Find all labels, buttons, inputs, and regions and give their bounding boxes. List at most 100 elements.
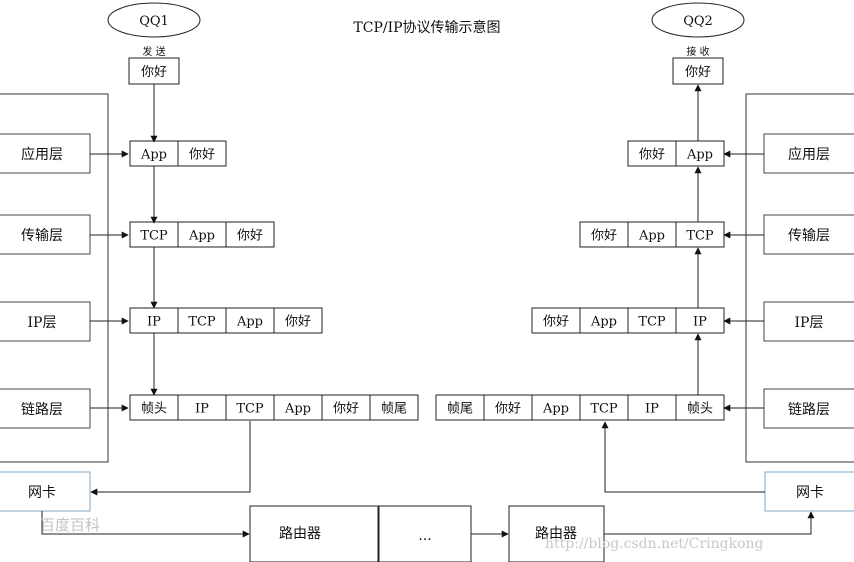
left-row-2-cell: App [225, 307, 275, 334]
left-layer-app-label: 应用层 [21, 146, 63, 163]
left-row-2-cell-text: IP [147, 315, 161, 330]
right-row-3-cell: IP [627, 394, 677, 421]
right-action-label: 接 收 [686, 45, 709, 58]
left-row-2-cell: IP [129, 307, 179, 334]
left-layer-link: 链路层 [0, 388, 91, 429]
left-row-1-cell-text: 你好 [237, 229, 263, 244]
right-layer-app: 应用层 [763, 133, 854, 174]
left-row-3-cell-text: 帧头 [141, 402, 167, 417]
right-row-2-cell-text: App [590, 315, 617, 330]
right-row-3-cell-text: 你好 [495, 402, 521, 417]
right-row-3-cell-text: 帧尾 [447, 402, 473, 417]
left-message-text: 你好 [141, 65, 167, 80]
right-layer-link: 链路层 [763, 388, 854, 429]
right-row-1-cell: App [627, 221, 677, 248]
left-layer-link-label: 链路层 [21, 402, 63, 418]
left-row-0-cell-text: App [140, 148, 167, 163]
diagram-title: TCP/IP协议传输示意图 [353, 19, 500, 36]
left-row-3-cell-text: IP [195, 402, 209, 417]
right-layer-link-label: 链路层 [788, 402, 830, 418]
left-row-1-cell-text: App [188, 229, 215, 244]
left-nic: 网卡 [0, 471, 91, 512]
right-row-3-cell: TCP [579, 394, 629, 421]
right-row-1-cell: TCP [675, 221, 725, 248]
right-client: QQ2 [651, 2, 745, 38]
right-message-text: 你好 [685, 65, 711, 80]
left-action-label: 发 送 [142, 45, 165, 58]
left-row-2-cell-text: App [236, 315, 263, 330]
left-layer-ip-label: IP层 [28, 315, 57, 331]
left-row-3-cell-text: TCP [236, 402, 264, 417]
left-layer-app: 应用层 [0, 133, 91, 174]
network-ellipsis: ... [378, 505, 472, 562]
router-right-label: 路由器 [535, 526, 577, 542]
right-row-1-cell-text: 你好 [591, 229, 617, 244]
right-row-2-cell-text: IP [693, 315, 707, 330]
left-row-3-cell-text: App [284, 402, 311, 417]
right-layer-transport: 传输层 [763, 214, 854, 255]
left-row-0-cell: App [129, 140, 179, 167]
right-nic-label: 网卡 [796, 485, 824, 501]
left-row-2-cell-text: TCP [188, 315, 216, 330]
left-row-2-cell: TCP [177, 307, 227, 334]
left-row-3-cell: TCP [225, 394, 275, 421]
right-row-3-cell: App [531, 394, 581, 421]
right-row-3-cell-text: App [542, 402, 569, 417]
connections [41, 84, 815, 538]
right-client-name: QQ2 [683, 14, 713, 29]
right-row-3-cell-text: TCP [590, 402, 618, 417]
left-row-3-cell: App [273, 394, 323, 421]
right-row-0-cell: 你好 [627, 140, 677, 167]
left-layer-transport: 传输层 [0, 214, 91, 255]
right-row-3-cell-text: IP [645, 402, 659, 417]
right-row-2-cell-text: 你好 [543, 315, 569, 330]
right-row-2-cell: App [579, 307, 629, 334]
left-client: QQ1 [107, 2, 201, 38]
right-row-2-cell: TCP [627, 307, 677, 334]
left-row-1-cell: 你好 [225, 221, 275, 248]
left-client-name: QQ1 [139, 14, 169, 29]
right-row-3-cell: 帧尾 [435, 394, 485, 421]
right-row-3-cell: 你好 [483, 394, 533, 421]
right-row-2-cell: 你好 [531, 307, 581, 334]
left-stack-frame [0, 93, 109, 463]
right-stack-frame [745, 93, 854, 463]
left-row-3-cell-text: 帧尾 [381, 402, 407, 417]
router-right: 路由器 [508, 505, 605, 562]
right-row-0-cell-text: 你好 [639, 148, 665, 163]
left-layer-ip: IP层 [0, 301, 91, 342]
right-row-0-cell-text: App [686, 148, 713, 163]
right-layer-app-label: 应用层 [788, 146, 830, 163]
right-row-1-cell-text: App [638, 229, 665, 244]
left-message-box: 你好 [128, 57, 180, 85]
right-row-3-cell-text: 帧头 [687, 402, 713, 417]
left-nic-label: 网卡 [28, 485, 56, 501]
right-row-2-cell: IP [675, 307, 725, 334]
left-layer-transport-label: 传输层 [21, 228, 63, 244]
left-row-2-cell-text: 你好 [285, 315, 311, 330]
right-layer-transport-label: 传输层 [788, 228, 830, 244]
left-row-2-cell: 你好 [273, 307, 323, 334]
left-row-3-cell: IP [177, 394, 227, 421]
right-layer-ip: IP层 [763, 301, 854, 342]
left-row-3-cell-text: 你好 [333, 402, 359, 417]
right-layer-ip-label: IP层 [795, 315, 824, 331]
left-row-0-cell: 你好 [177, 140, 227, 167]
right-row-2-cell-text: TCP [638, 315, 666, 330]
right-message-box: 你好 [672, 57, 724, 85]
router-left: 路由器 [249, 505, 379, 562]
right-nic: 网卡 [764, 471, 854, 512]
right-row-1-cell-text: TCP [686, 229, 714, 244]
left-row-3-cell: 帧头 [129, 394, 179, 421]
right-row-3-cell: 帧头 [675, 394, 725, 421]
left-row-1-cell: TCP [129, 221, 179, 248]
right-row-0-cell: App [675, 140, 725, 167]
right-row-1-cell: 你好 [579, 221, 629, 248]
router-left-label: 路由器 [279, 526, 321, 542]
left-row-0-cell-text: 你好 [189, 148, 215, 163]
url-watermark: http://blog.csdn.net/Cringkong [545, 536, 764, 552]
left-row-1-cell-text: TCP [140, 229, 168, 244]
left-row-1-cell: App [177, 221, 227, 248]
